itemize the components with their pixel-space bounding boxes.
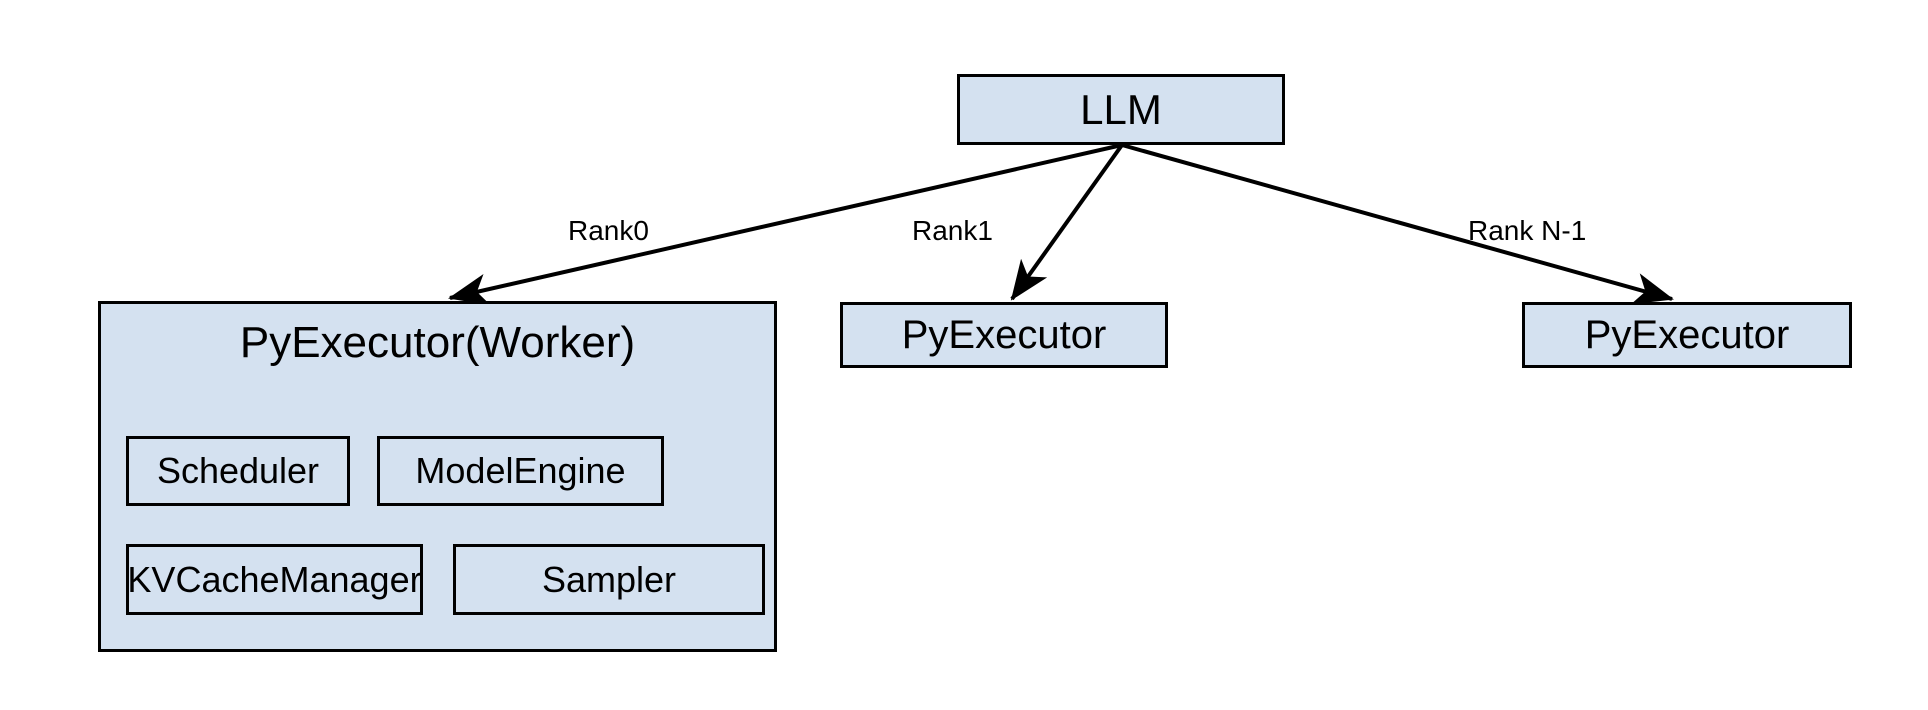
edge-llm-to-pyexecutor-rank1 (1010, 143, 1124, 301)
node-model-engine-label: ModelEngine (415, 450, 626, 491)
node-pyexecutor-rank-n[interactable]: PyExecutor (1522, 302, 1852, 368)
edge-label-rank1: Rank1 (912, 215, 993, 246)
edge-llm-to-worker (448, 143, 1123, 306)
edge-label-rank0: Rank0 (568, 215, 649, 246)
edge-label-rank-n-1: Rank N-1 (1468, 215, 1587, 246)
node-sampler[interactable]: Sampler (453, 544, 765, 615)
node-sampler-label: Sampler (541, 558, 677, 600)
node-kv-cache-manager-label: KVCacheManager (127, 558, 422, 600)
node-pyexecutor-rank1-label: PyExecutor (901, 313, 1107, 357)
node-pyexecutor-worker[interactable]: PyExecutor(Worker) Scheduler ModelEngine… (98, 301, 777, 652)
node-scheduler-label: Scheduler (156, 450, 320, 491)
edge-llm-to-pyexecutor-rankn (1121, 143, 1674, 305)
node-pyexecutor-rank1[interactable]: PyExecutor (840, 302, 1168, 368)
node-pyexecutor-rank-n-label: PyExecutor (1584, 313, 1790, 357)
node-model-engine[interactable]: ModelEngine (377, 436, 664, 506)
node-pyexecutor-worker-label: PyExecutor(Worker) (239, 318, 636, 367)
node-kv-cache-manager[interactable]: KVCacheManager (126, 544, 423, 615)
node-scheduler[interactable]: Scheduler (126, 436, 350, 506)
node-llm-label: LLM (1080, 85, 1162, 133)
node-llm[interactable]: LLM (957, 74, 1285, 145)
